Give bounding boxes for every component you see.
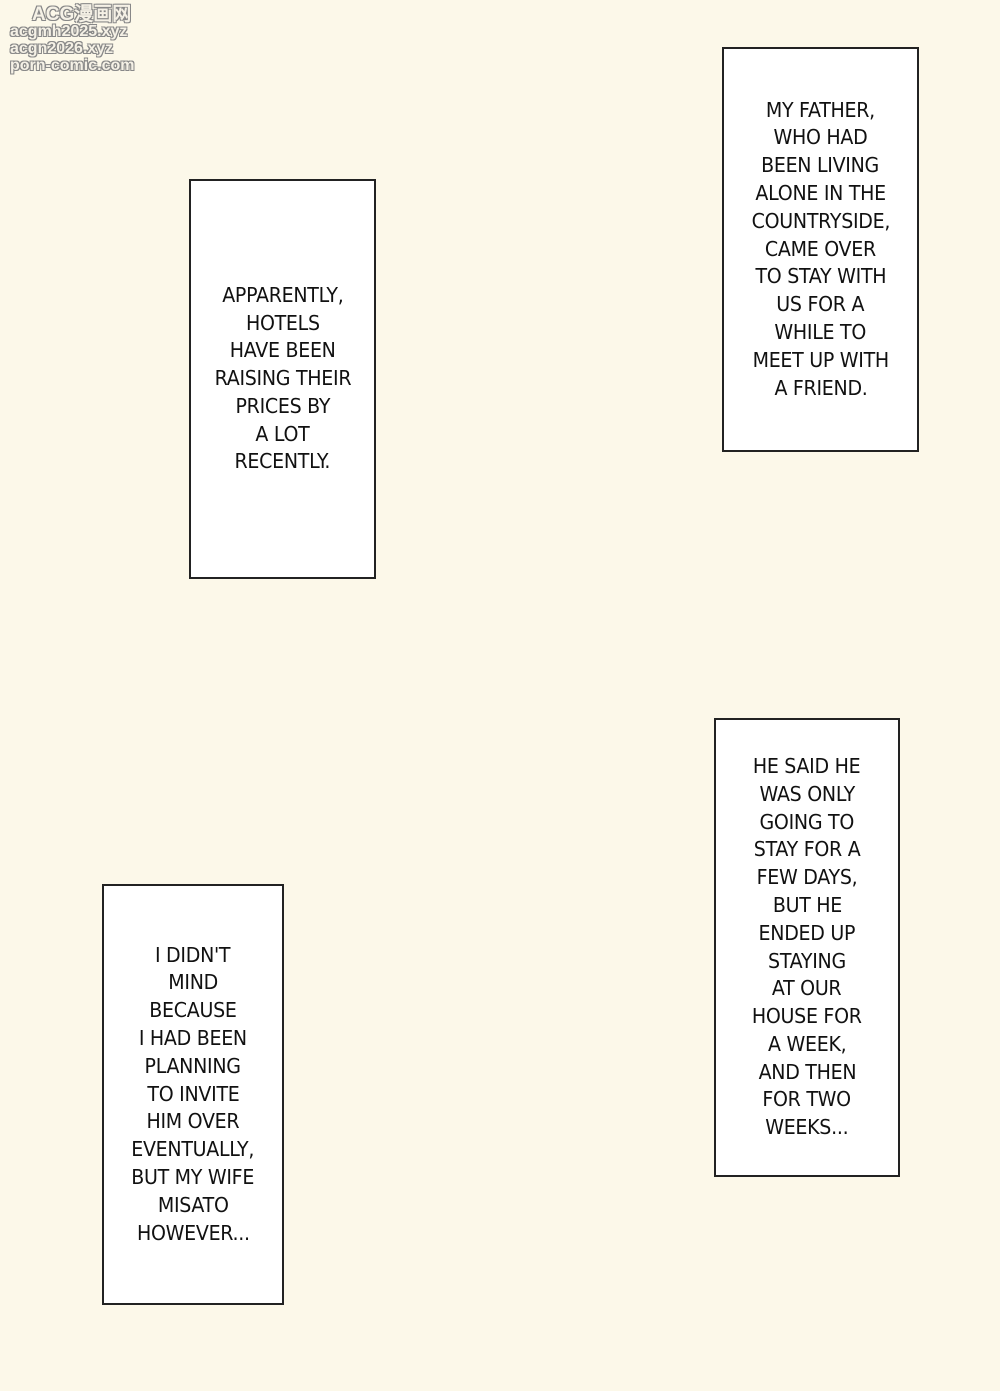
caption-line: RECENTLY. xyxy=(234,449,331,474)
caption-line: MIND xyxy=(168,970,218,995)
caption-line: A LOT xyxy=(255,421,310,446)
caption-line: BECAUSE xyxy=(149,998,237,1023)
caption-line: US FOR A xyxy=(776,292,865,317)
caption-line: BUT HE xyxy=(772,892,842,917)
caption-line: WHO HAD xyxy=(773,125,868,150)
caption-line: HOWEVER... xyxy=(136,1220,250,1245)
caption-line: WHILE TO xyxy=(774,319,867,344)
caption-line: MISATO xyxy=(157,1192,229,1217)
caption-line: RAISING THEIR xyxy=(214,366,351,391)
caption-line: MY FATHER, xyxy=(765,97,876,122)
caption-line: STAY FOR A xyxy=(753,837,861,862)
caption-line: I DIDN'T xyxy=(155,942,231,967)
caption-line: A FRIEND. xyxy=(773,375,868,400)
watermark-line: ACG漫画网 xyxy=(32,4,132,25)
caption-line: A WEEK, xyxy=(767,1031,847,1056)
caption-line: GOING TO xyxy=(759,809,855,834)
caption-line: I HAD BEEN xyxy=(138,1026,248,1050)
caption-box-misato: I DIDN'T MIND BECAUSE I HAD BEEN PLANNING TO … xyxy=(102,884,284,1305)
watermark-line: acgmh2025.xyz xyxy=(10,23,128,40)
caption-line: ENDED UP xyxy=(758,920,856,945)
caption-line: HOTELS xyxy=(245,310,320,335)
caption-line: HOUSE FOR xyxy=(752,1004,862,1029)
caption-line: PLANNING xyxy=(144,1053,242,1078)
caption-line: BUT MY WIFE xyxy=(131,1164,255,1189)
caption-line: EVENTUALLY, xyxy=(131,1137,255,1162)
watermark-logo: ACG漫画网 acgmh2025.xyz acgn2026.xyz porn-c… xyxy=(10,4,135,74)
caption-line: WAS ONLY xyxy=(759,781,855,806)
caption-line: ALONE IN THE xyxy=(755,181,886,205)
caption-line: MEET UP WITH xyxy=(752,347,889,372)
caption-line: HAVE BEEN xyxy=(229,338,336,363)
caption-line: CAME OVER xyxy=(765,236,876,261)
caption-line: HE SAID HE xyxy=(753,753,861,778)
caption-line: APPARENTLY, xyxy=(221,282,344,307)
caption-line: FOR TWO xyxy=(762,1087,852,1112)
caption-line: TO STAY WITH xyxy=(755,264,886,289)
watermark-line: porn-comic.com xyxy=(10,57,135,74)
caption-line: PRICES BY xyxy=(235,393,330,418)
caption-line: AND THEN xyxy=(758,1059,856,1084)
watermark-line: acgn2026.xyz xyxy=(10,40,114,57)
caption-line: HIM OVER xyxy=(146,1109,240,1134)
caption-line: COUNTRYSIDE, xyxy=(751,208,890,233)
caption-box-few-days: HE SAID HE WAS ONLY GOING TO STAY FOR A FEW … xyxy=(714,718,900,1177)
caption-line: TO INVITE xyxy=(146,1081,240,1106)
caption-line: STAYING xyxy=(768,948,846,973)
caption-line: WEEKS... xyxy=(765,1115,849,1140)
caption-line: AT OUR xyxy=(772,976,842,1001)
caption-box-father: MY FATHER, WHO HAD BEEN LIVING ALONE IN THE… xyxy=(722,47,919,452)
caption-line: FEW DAYS, xyxy=(756,865,858,890)
caption-line: BEEN LIVING xyxy=(761,153,880,178)
